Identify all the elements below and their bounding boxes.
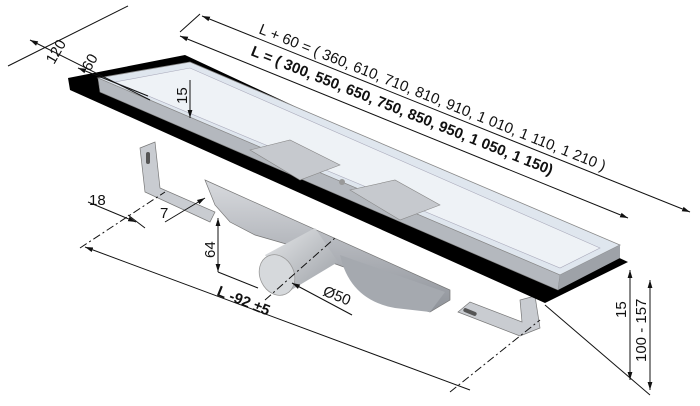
- dim-width-inner: 60: [79, 51, 102, 74]
- dim-grate-height: 15: [174, 87, 191, 104]
- outlet-pipe: [258, 228, 338, 296]
- dim-outlet-height: 64: [202, 241, 219, 258]
- dim-bracket-18: 18: [89, 192, 106, 209]
- mounting-bracket-right: [457, 295, 541, 337]
- dim-width-outer: 120: [43, 37, 70, 67]
- mounting-bracket-left: [139, 141, 216, 223]
- dim-outlet-position: L -92 ±5: [215, 283, 273, 320]
- dim-frame-height: 15: [613, 301, 630, 318]
- dim-outlet-diameter: Ø50: [321, 283, 354, 309]
- dim-height-range: 100 - 157: [633, 299, 650, 362]
- dim-bracket-7: 7: [160, 205, 168, 222]
